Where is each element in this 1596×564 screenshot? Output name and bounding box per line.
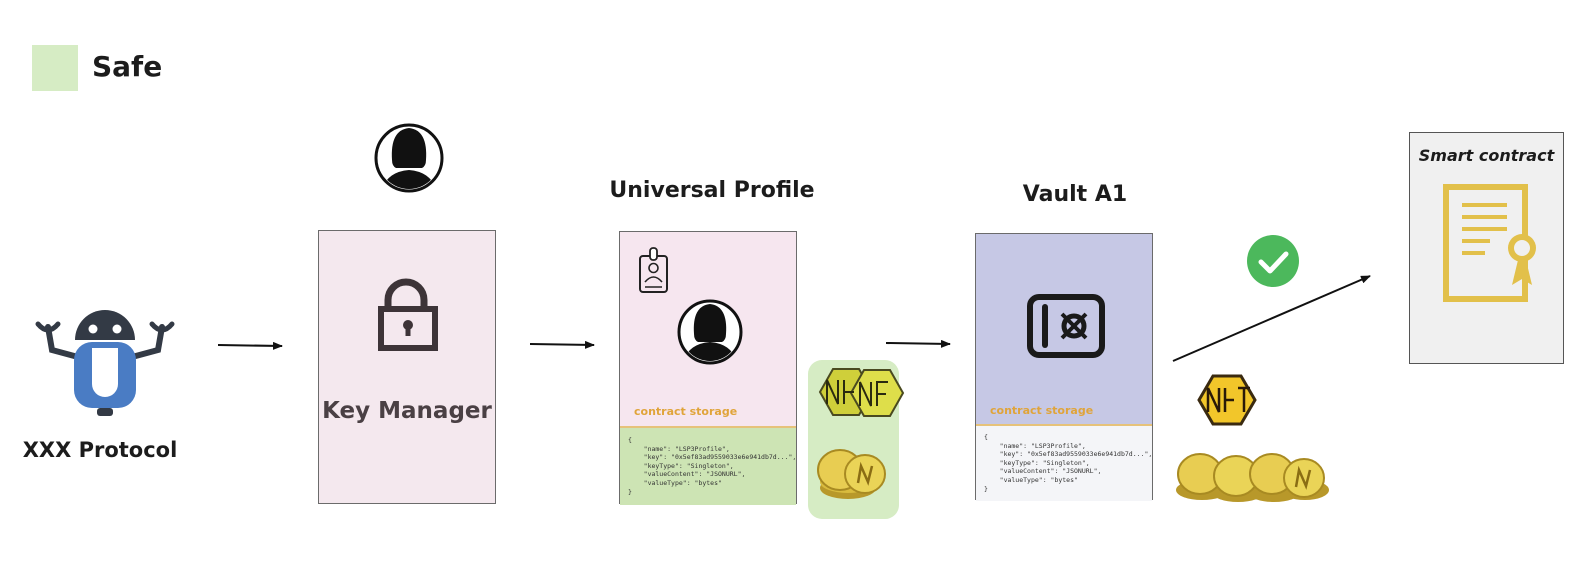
smart-contract-title: Smart contract: [1418, 146, 1555, 165]
arrow-protocol-to-key-manager: [217, 341, 283, 350]
lock-icon: [378, 278, 438, 351]
key-manager-box: [318, 230, 496, 504]
coins-icon: [1176, 453, 1329, 502]
safe-icon: [1027, 294, 1105, 358]
vault-storage-label: contract storage: [990, 404, 1094, 417]
vault-storage: [976, 424, 1152, 501]
universal-profile-code: { "name": "LSP3Profile", "key": "0x5ef83…: [628, 436, 797, 496]
protocol-label: XXX Protocol: [22, 438, 178, 462]
certificate-icon: [1443, 184, 1536, 302]
nft-token-icon: [1197, 374, 1257, 426]
universal-profile-storage: [620, 426, 796, 505]
id-badge-icon: [639, 247, 668, 293]
arrow-profile-to-vault: [885, 339, 951, 348]
legend-label: Safe: [92, 50, 163, 83]
vault-code: { "name": "LSP3Profile", "key": "0x5ef83…: [984, 433, 1153, 493]
nft-token-icon: [818, 368, 905, 417]
check-icon: [1247, 235, 1299, 287]
arrow-vault-to-smart-contract: [1172, 275, 1371, 362]
profile-avatar-icon: [677, 299, 743, 365]
smart-contract-box: [1409, 132, 1564, 364]
key-manager-label: Key Manager: [322, 398, 492, 424]
robot-icon: [35, 310, 175, 416]
legend-swatch-safe: [32, 45, 78, 91]
user-avatar-icon: [374, 123, 444, 193]
arrow-key-manager-to-profile: [529, 340, 595, 349]
universal-profile-title: Universal Profile: [609, 178, 815, 203]
universal-profile-storage-label: contract storage: [634, 405, 738, 418]
coins-icon: [817, 449, 886, 499]
vault-title: Vault A1: [1022, 182, 1128, 207]
